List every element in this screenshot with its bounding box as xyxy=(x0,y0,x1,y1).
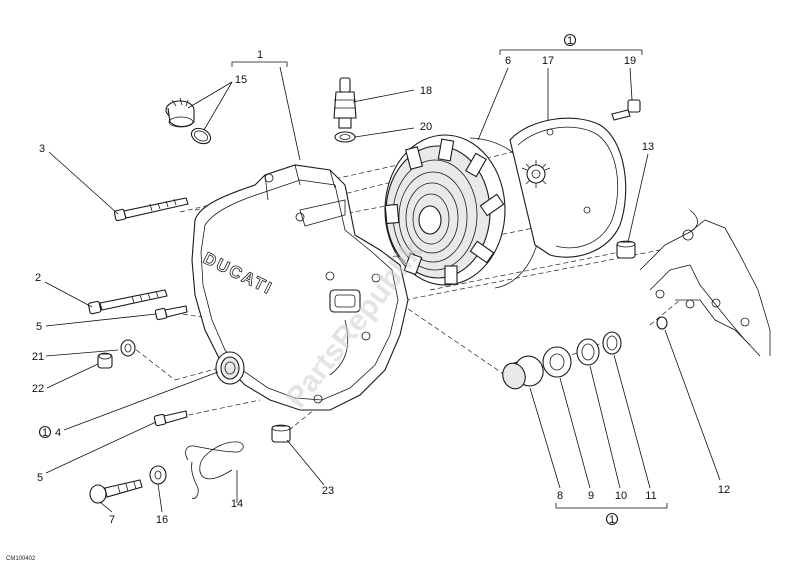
label-part-3: 3 xyxy=(39,143,45,155)
clutch-pressure-plate xyxy=(384,134,542,289)
long-screw-2 xyxy=(87,289,168,315)
label-part-18: 18 xyxy=(420,85,432,97)
label-part-4: 4 xyxy=(55,427,61,439)
bushing-23 xyxy=(271,424,291,443)
kit-marker-bottom: 1 xyxy=(609,514,615,526)
short-screw-5a xyxy=(154,305,188,321)
label-part-23: 23 xyxy=(322,485,334,497)
label-part-9: 9 xyxy=(588,490,594,502)
o-ring-12 xyxy=(656,316,668,330)
label-part-16: 16 xyxy=(156,514,168,526)
washer-9 xyxy=(542,346,572,378)
label-part-15: 15 xyxy=(235,74,247,86)
sensor-18 xyxy=(333,77,357,129)
washer-21 xyxy=(120,339,136,357)
circlip-11 xyxy=(602,331,622,355)
filler-cap-o-ring xyxy=(190,127,212,145)
part-labels: 1 15 3 2 5 21 22 1 4 5 7 16 14 23 18 20 … xyxy=(32,49,730,526)
kit-bracket-bottom: 1 xyxy=(555,503,668,526)
long-screw-3 xyxy=(113,197,189,222)
leader-lines xyxy=(44,66,721,513)
screw-19 xyxy=(611,99,641,121)
label-part-6: 6 xyxy=(505,55,511,67)
label-part-10: 10 xyxy=(615,490,627,502)
spacer-8 xyxy=(502,355,544,390)
wire-clip-14 xyxy=(185,441,244,499)
washer-16 xyxy=(149,465,167,485)
oil-seal-4 xyxy=(215,351,245,385)
washer-20 xyxy=(334,131,356,143)
label-part-20: 20 xyxy=(420,121,432,133)
label-part-19: 19 xyxy=(624,55,636,67)
clutch-housing-drum xyxy=(509,117,627,258)
label-part-5b: 5 xyxy=(37,472,43,484)
label-part-22: 22 xyxy=(32,383,44,395)
kit-bracket-top: 1 xyxy=(499,33,643,55)
label-part-14: 14 xyxy=(231,498,243,510)
drawing-code: CM100402 xyxy=(6,556,36,562)
label-part-12: 12 xyxy=(718,484,730,496)
label-part-7: 7 xyxy=(109,514,115,526)
kit-marker-four: 1 xyxy=(42,427,48,439)
plug-22 xyxy=(97,352,113,369)
screw-7 xyxy=(89,479,143,504)
short-screw-5b xyxy=(153,410,188,427)
kit-marker-top: 1 xyxy=(567,35,573,47)
label-part-2: 2 xyxy=(35,272,41,284)
label-part-21: 21 xyxy=(32,351,44,363)
cover-bracket xyxy=(231,61,288,67)
label-part-1: 1 xyxy=(257,49,263,61)
label-part-17: 17 xyxy=(542,55,554,67)
washer-10 xyxy=(576,338,600,366)
engine-case-outline xyxy=(639,209,771,357)
bushing-13 xyxy=(616,240,636,259)
label-part-8: 8 xyxy=(557,490,563,502)
label-part-5a: 5 xyxy=(36,321,42,333)
label-part-11: 11 xyxy=(645,490,656,502)
label-part-13: 13 xyxy=(642,141,654,153)
filler-cap xyxy=(165,97,195,128)
